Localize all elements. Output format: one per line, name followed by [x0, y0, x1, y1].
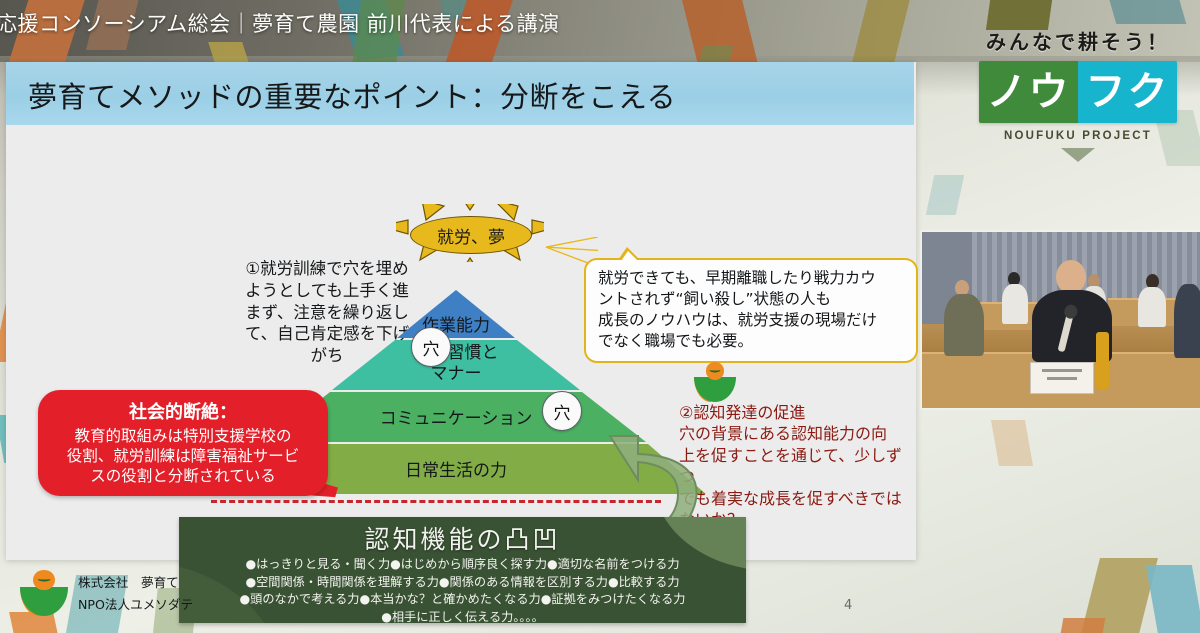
note-item-1: ①就労訓練で穴を埋めようとしても上手く進まず、注意を繰り返して、自己肯定感を下げ… [244, 259, 410, 366]
hole-marker-upper: 穴 [411, 327, 451, 367]
note-item-2-line2: 穴の背景にある認知能力の向 [679, 424, 888, 444]
cognitive-functions-line2: ●空間関係・時間関係を理解する力●関係のある情報を区別する力●比較する力 [245, 574, 680, 589]
pyramid-level-4-label: 日常生活の力 [405, 461, 507, 481]
callout-yellow-line3: 成長のノウハウは、就労支援の現場だけ [598, 311, 878, 330]
video-attendee-1 [944, 294, 984, 356]
callout-red: 社会的断絶： 教育的取組みは特別支援学校の 役割、就労訓練は障害福祉サービ スの… [38, 390, 328, 497]
cognitive-functions-line1: ●はっきりと見る・聞く力●はじめから順序良く探す力●適切な名前をつける力 [245, 557, 680, 571]
callout-red-line2: 役割、就労訓練は障害福祉サービ [66, 447, 300, 466]
sunburst-goal: 就労、夢 [396, 204, 544, 262]
pyramid-level-2-line2: マナー [430, 364, 482, 384]
chevron-down-icon [1061, 148, 1095, 162]
logo-tagline: みんなで耕そう！ [986, 30, 1170, 54]
header-title: 応援コンソーシアム総会｜夢育て農園 前川代表による講演 [0, 12, 560, 36]
pyramid-level-2-label: 労働習慣と マナー [206, 338, 706, 390]
yumesodate-footer-line1: 株式会社 夢育て [78, 575, 179, 590]
logo-left-text: ノウ [979, 61, 1078, 123]
yumesodate-footer-text: 株式会社 夢育て NPO法人ユメソダテ [78, 572, 193, 616]
callout-red-line1: 教育的取組みは特別支援学校の [74, 427, 292, 445]
speaker-video-feed[interactable] [922, 232, 1200, 408]
callout-yellow-line4: でなく職場でも必要。 [598, 332, 754, 351]
presentation-slide: 夢育てメソッドの重要なポイント：分断をこえる 就労、夢 [6, 62, 918, 623]
video-attendee-head-4 [1146, 274, 1159, 289]
decor-shape-20 [1056, 618, 1106, 633]
callout-yellow-line1: 就労できても、早期離職したり戦力カウ [598, 269, 876, 287]
video-attendee-head-2 [1008, 272, 1020, 286]
video-speaker-head [1056, 260, 1086, 294]
cognitive-functions-title: 認知機能の凸凹 [364, 525, 561, 554]
yumesodate-footer-logo: 株式会社 夢育て NPO法人ユメソダテ [20, 570, 230, 622]
video-attendee-head-3 [1088, 274, 1100, 288]
video-name-placard [1030, 362, 1094, 394]
slide-title-bar [6, 62, 914, 125]
video-attendee-4 [1138, 287, 1166, 327]
cognitive-functions-box: 認知機能の凸凹 ●はっきりと見る・聞く力●はじめから順序良く探す力●適切な名前を… [179, 517, 746, 623]
callout-red-heading: 社会的断絶： [129, 402, 237, 423]
cognitive-functions-line3: ●頭のなかで考える力●本当かな？と確かめたくなる力●証拠をみつけたくなる力 [239, 592, 686, 607]
logo-box: ノウ フク [979, 61, 1177, 123]
note-item-2-line4: でも着実な成長を促すべきでは [679, 488, 902, 508]
pyramid-level-3-label: コミュニケーション [379, 408, 533, 429]
yumesodate-mascot-icon [694, 362, 736, 402]
sunburst-label: 就労、夢 [410, 216, 532, 254]
pyramid-shape [206, 290, 706, 494]
competency-pyramid: 作業能力 労働習慣と マナー コミュニケーション 日常生活の力 [206, 290, 706, 495]
video-attendee-head-1 [955, 280, 969, 296]
divider-dashed-red [211, 500, 661, 503]
video-attendee-5 [1174, 284, 1200, 358]
yumesodate-footer-line2: NPO法人ユメソダテ [78, 597, 194, 613]
callout-yellow: 就労できても、早期離職したり戦力カウ ントされず“飼い殺し”状態の人も 成長のノ… [584, 246, 918, 364]
hole-marker-lower: 穴 [542, 391, 582, 431]
video-attendee-2 [1002, 284, 1028, 324]
slide-title: 夢育てメソッドの重要なポイント：分断をこえる [28, 80, 677, 114]
cognitive-functions-line4: ●相手に正しく伝える力。。。。 [381, 609, 544, 623]
yumesodate-footer-mascot-icon [20, 570, 68, 616]
callout-red-line3: スの役割と分断されている [90, 467, 276, 486]
slide-page-number: 4 [844, 598, 853, 613]
decor-shape-10 [1103, 0, 1187, 24]
logo-right-text: フク [1078, 61, 1177, 123]
pyramid-level-1-label: 作業能力 [422, 316, 490, 336]
noufuku-logo: みんなで耕そう！ ノウ フク NOUFUKU PROJECT [962, 26, 1194, 162]
note-item-2-line1: ②認知発達の促進 [679, 403, 806, 422]
logo-subtitle: NOUFUKU PROJECT [1003, 130, 1152, 142]
callout-yellow-line2: ントされず“飼い殺し”状態の人も [598, 290, 832, 309]
video-bottle [1096, 332, 1109, 390]
